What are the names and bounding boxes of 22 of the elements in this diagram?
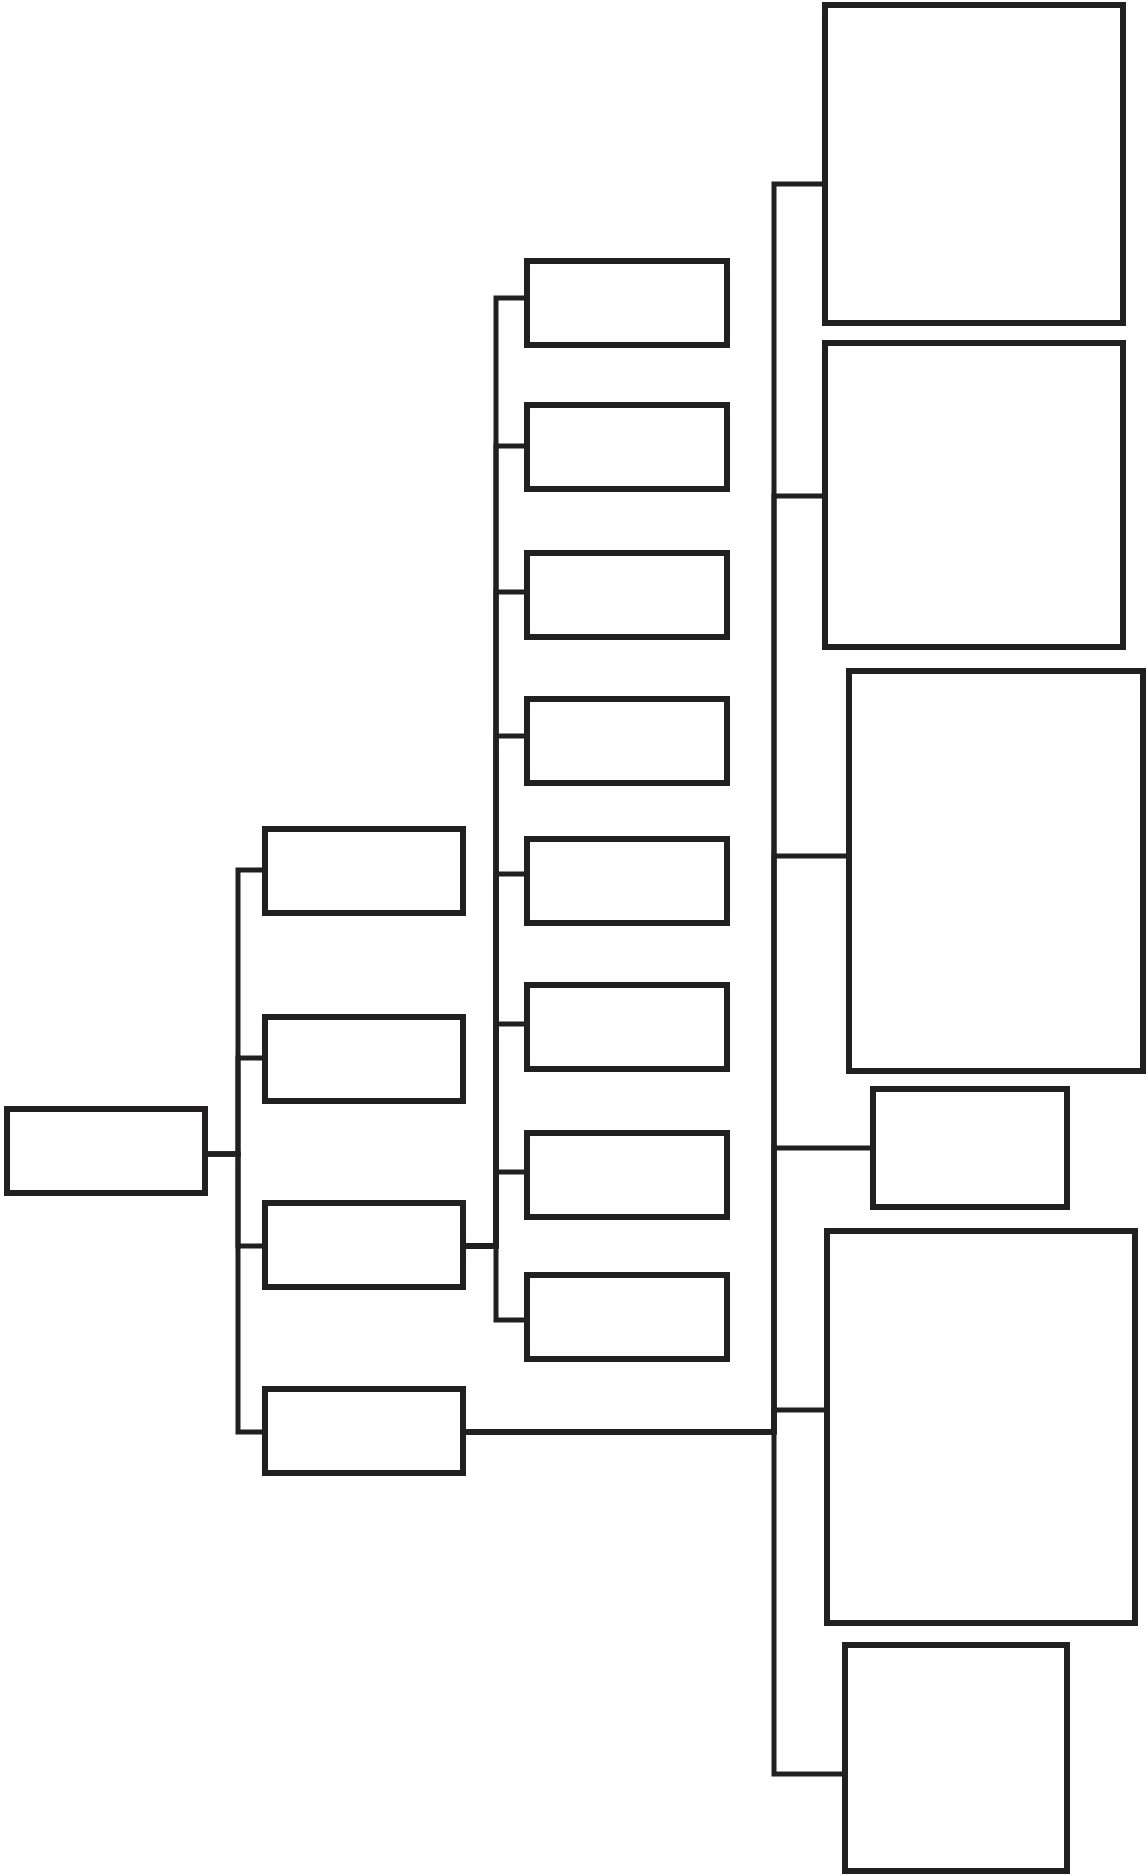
empty-box (262, 1014, 466, 1104)
empty-box (262, 1200, 466, 1290)
empty-box (524, 696, 730, 786)
empty-box (824, 1228, 1138, 1626)
empty-box (262, 826, 466, 916)
empty-box (524, 1130, 730, 1220)
empty-box (524, 258, 730, 348)
empty-box (822, 340, 1126, 650)
empty-box (262, 1386, 466, 1476)
connector-line (208, 1151, 262, 1435)
empty-box (846, 668, 1146, 1074)
empty-box (842, 1642, 1070, 1874)
empty-box (870, 1086, 1070, 1210)
empty-box (4, 1106, 208, 1196)
empty-box (524, 982, 730, 1072)
connector-line (466, 1429, 842, 1777)
empty-box (524, 402, 730, 492)
empty-box (524, 550, 730, 640)
connector-line (466, 1243, 524, 1323)
empty-box (822, 2, 1126, 326)
empty-box (524, 1272, 730, 1362)
empty-box (524, 836, 730, 926)
